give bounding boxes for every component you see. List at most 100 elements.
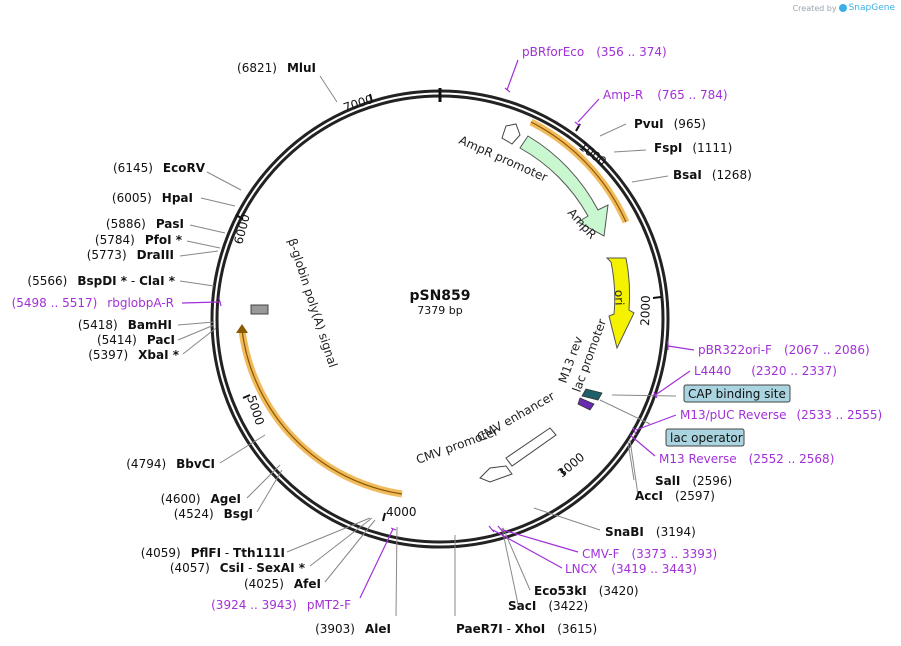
enzyme-bamhi-pos: (5418): [78, 318, 118, 332]
enzyme-pfoi-pos: (5784): [95, 233, 135, 247]
ampr-highlight-edge: [530, 121, 627, 223]
enzyme-bbvci-pos: (4794): [126, 457, 166, 471]
svg-text:CMV-F(3373 .. 3393): CMV-F(3373 .. 3393): [582, 547, 717, 561]
beta-globin-highlight-edge: [241, 329, 403, 495]
enzyme-sep: -: [244, 561, 256, 575]
primer-m13puc-reverse-range: (2533 .. 2555): [797, 408, 883, 422]
enzyme-sexai: SexAI *: [256, 561, 305, 575]
enzyme-afei: AfeI: [294, 577, 321, 591]
svg-text:(5886)PasI: (5886)PasI: [106, 217, 184, 231]
svg-text:LNCX(3419 .. 3443): LNCX(3419 .. 3443): [565, 562, 697, 576]
plasmid-size: 7379 bp: [417, 304, 462, 317]
enzyme-sali-pos: (2596): [692, 474, 732, 488]
enzyme-paci-pos: (5414): [97, 333, 137, 347]
enzyme-draiii: DraIII: [137, 248, 174, 262]
cap-binding-label: CAP binding site: [688, 387, 786, 401]
svg-text:SacI(3422): SacI(3422): [508, 599, 588, 613]
svg-text:M13 Reverse(2552 .. 2568): M13 Reverse (2552 .. 2568): [659, 452, 834, 466]
enzymes-left: (6821)MluI (6145) EcoRV (6005) HpaI (5886)…: [27, 61, 391, 636]
enzyme-ecorv-pos: (6145): [113, 161, 153, 175]
primer-pmt2-f-range: (3924 .. 3943): [211, 598, 297, 612]
primer-rbglobpa-r-range: (5498 .. 5517): [12, 296, 98, 310]
enzyme-fspi: FspI: [654, 141, 682, 155]
primer-pbrforeco-range: (356 .. 374): [596, 45, 666, 59]
lac-operator-box: lac operator: [665, 428, 745, 447]
enzyme-pflfi: PflFI: [191, 546, 221, 560]
svg-text:(6821)MluI: (6821)MluI: [237, 61, 316, 75]
enzyme-bsai-pos: (1268): [712, 168, 752, 182]
snapgene-credit: Created by SnapGene: [793, 3, 895, 13]
enzyme-hpai-pos: (6005): [112, 191, 152, 205]
svg-text:PvuI(965): PvuI(965): [634, 117, 706, 131]
svg-text:(4600)AgeI: (4600) AgeI: [161, 492, 241, 506]
cmv-promoter-arrow: [479, 465, 513, 483]
cmv-enhancer-arrow: [505, 427, 557, 467]
enzymes-right: PvuI(965) FspI(1111) BsaI(1268) SalI(259…: [456, 117, 752, 636]
enzyme-tth111i: Tth111I: [233, 546, 285, 560]
cap-site-mark: [581, 388, 603, 401]
enzyme-csii: CsiI: [220, 561, 245, 575]
ori-arrow: [605, 257, 635, 350]
svg-text:(5418)BamHI: (5418)BamHI: [78, 318, 172, 332]
primer-pbr322ori-f: pBR322ori-F: [698, 343, 772, 357]
svg-text:(5773)DraIII: (5773) DraIII: [87, 248, 174, 262]
enzyme-acci: AccI: [635, 489, 663, 503]
enzyme-xhoi: XhoI: [515, 622, 546, 636]
enzyme-agei: AgeI: [211, 492, 241, 506]
primer-l4440-range: (2320 .. 2337): [751, 364, 837, 378]
svg-text:(5498 .. 5517)rbglobpA-R: (5498 .. 5517)rbglobpA-R: [12, 296, 174, 310]
enzyme-saci-pos: (3422): [548, 599, 588, 613]
cmv-promoter-label: CMV promoter: [414, 424, 500, 467]
primer-m13-reverse: M13 Reverse: [659, 452, 737, 466]
enzyme-eco53ki-pos: (3420): [599, 584, 639, 598]
primer-m13-reverse-range: (2552 .. 2568): [749, 452, 835, 466]
tick-label-3000: 3000: [555, 450, 587, 480]
enzyme-hpai: HpaI: [162, 191, 193, 205]
enzyme-csii-pos: (4057): [170, 561, 210, 575]
primer-l4440: L4440: [694, 364, 731, 378]
enzyme-bspdi-pos: (5566): [27, 274, 67, 288]
beta-globin-polya-box: [250, 304, 269, 315]
svg-text:PaeR7I - XhoI(3615): PaeR7I - XhoI(3615): [456, 622, 597, 636]
enzyme-eco53ki: Eco53kI: [534, 584, 587, 598]
svg-text:BsaI(1268): BsaI (1268): [673, 168, 752, 182]
svg-text:(3903)AleI: (3903)AleI: [315, 622, 391, 636]
tick-marks: [235, 93, 662, 522]
enzyme-bsai: BsaI: [673, 168, 702, 182]
enzyme-clai: ClaI *: [139, 274, 176, 288]
enzyme-sep: -: [127, 274, 139, 288]
enzyme-afei-pos: (4025): [244, 577, 284, 591]
enzyme-snabi-pos: (3194): [656, 525, 696, 539]
enzyme-xbai-pos: (5397): [88, 348, 128, 362]
enzyme-mlui-pos: (6821): [237, 61, 277, 75]
enzyme-paci: PacI: [147, 333, 175, 347]
enzyme-agei-pos: (4600): [161, 492, 201, 506]
enzyme-alei-pos: (3903): [315, 622, 355, 636]
svg-text:(3924 .. 3943)pMT2-F: (3924 .. 3943)pMT2-F: [211, 598, 351, 612]
svg-text:SalI(2596): SalI(2596): [655, 474, 732, 488]
primer-pbrforeco: pBRforEco: [522, 45, 584, 59]
ori-label: ori: [612, 290, 627, 306]
primer-leaders: [181, 59, 695, 599]
ampr-promoter-arrow: [501, 123, 521, 145]
snapgene-logo-icon: [838, 4, 847, 12]
svg-text:(4794)BbvCI: (4794) BbvCI: [126, 457, 215, 471]
enzyme-ecorv: EcoRV: [163, 161, 206, 175]
ampr-arrow: [519, 135, 609, 237]
svg-text:SnaBI(3194): SnaBI (3194): [605, 525, 696, 539]
enzyme-bbvci: BbvCI: [176, 457, 215, 471]
svg-text:(4057)CsiI - SexAI *: (4057) CsiI - SexAI *: [170, 561, 306, 575]
enzyme-pfoi: PfoI *: [145, 233, 183, 247]
enzyme-snabi: SnaBI: [605, 525, 644, 539]
enzyme-draiii-pos: (5773): [87, 248, 127, 262]
svg-text:M13/pUC Reverse(2533 .. 2555): M13/pUC Reverse(2533 .. 2555): [680, 408, 882, 422]
enzyme-acci-pos: (2597): [675, 489, 715, 503]
primer-cmv-f-range: (3373 .. 3393): [631, 547, 717, 561]
primer-amp-r: Amp-R: [603, 88, 643, 102]
svg-text:Eco53kI(3420): Eco53kI (3420): [534, 584, 639, 598]
beta-globin-label: β-globin poly(A) signal: [285, 237, 340, 370]
svg-text:AccI(2597): AccI (2597): [635, 489, 715, 503]
svg-text:(5566)BspDI * - ClaI *: (5566)BspDI * - ClaI *: [27, 274, 175, 288]
primer-amp-r-range: (765 .. 784): [657, 88, 727, 102]
